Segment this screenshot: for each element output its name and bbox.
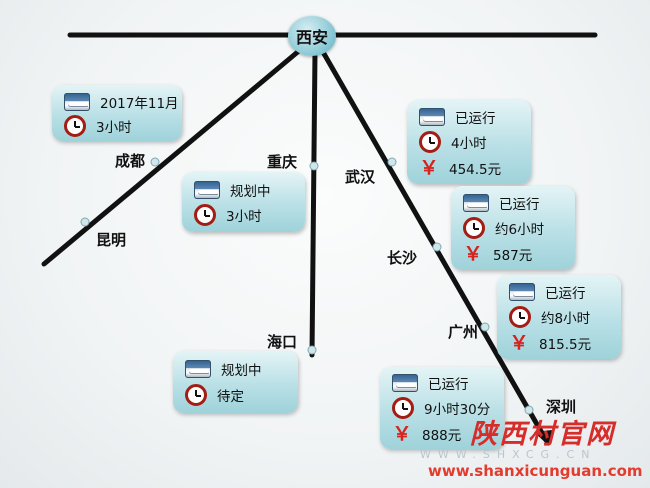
station-dot-guangzhou xyxy=(480,322,490,332)
card-status: 已运行 xyxy=(499,197,540,213)
station-dot-chongqing xyxy=(309,161,319,171)
clock-icon xyxy=(194,204,216,226)
clock-icon xyxy=(419,131,441,153)
route-line-chongqing-haikou xyxy=(309,49,318,358)
card-status: 2017年11月 xyxy=(100,96,179,112)
yen-icon: ￥ xyxy=(419,157,439,179)
hub-label: 西安 xyxy=(295,28,328,47)
watermark-sub: WWW.SHXCG.CN xyxy=(420,448,597,461)
station-dot-changsha xyxy=(432,242,442,252)
clock-icon xyxy=(392,397,414,419)
card-price: 888元 xyxy=(422,428,462,444)
card-price: 815.5元 xyxy=(539,337,592,353)
city-label-chengdu: 成都 xyxy=(115,152,146,170)
info-card-haikou: 规划中 待定 xyxy=(173,351,298,413)
station-dot-wuhan xyxy=(387,157,397,167)
info-card-changsha: 已运行 约6小时 ￥ 587元 xyxy=(451,186,575,270)
city-label-chongqing: 重庆 xyxy=(267,153,298,171)
card-travel-time: 9小时30分 xyxy=(424,402,491,418)
city-label-haikou: 海口 xyxy=(267,333,298,351)
station-dot-kunming xyxy=(80,217,90,227)
clock-icon xyxy=(509,306,531,328)
yen-icon: ￥ xyxy=(392,423,412,445)
card-status: 规划中 xyxy=(230,184,271,200)
info-card-wuhan: 已运行 4小时 ￥ 454.5元 xyxy=(407,100,531,184)
clock-icon xyxy=(64,115,86,137)
city-label-kunming: 昆明 xyxy=(96,231,127,249)
route-line-chengdu-kunming xyxy=(41,47,303,267)
card-status: 规划中 xyxy=(221,363,262,379)
station-dot-shenzhen xyxy=(524,405,534,415)
city-label-changsha: 长沙 xyxy=(387,249,418,267)
info-card-guangzhou: 已运行 约8小时 ￥ 815.5元 xyxy=(497,275,621,359)
yen-icon: ￥ xyxy=(463,243,483,265)
info-card-shenzhen: 已运行 9小时30分 ￥ 888元 xyxy=(380,367,504,449)
station-dot-haikou xyxy=(307,345,317,355)
train-icon xyxy=(509,283,535,301)
info-card-chongqing: 规划中 3小时 xyxy=(182,172,305,232)
card-travel-time: 约6小时 xyxy=(495,222,545,238)
train-icon xyxy=(419,108,445,126)
card-status: 已运行 xyxy=(428,377,469,393)
card-travel-time: 待定 xyxy=(217,389,244,405)
route-arrow-head xyxy=(534,430,552,446)
card-travel-time: 3小时 xyxy=(226,209,262,225)
hub-xian: 西安 xyxy=(288,16,336,56)
station-dot-chengdu xyxy=(150,157,160,167)
card-travel-time: 约8小时 xyxy=(541,311,591,327)
card-price: 454.5元 xyxy=(449,162,502,178)
card-status: 已运行 xyxy=(455,111,496,127)
train-icon xyxy=(392,374,418,392)
city-label-wuhan: 武汉 xyxy=(345,168,376,186)
clock-icon xyxy=(463,217,485,239)
watermark-url: www.shanxicunguan.com xyxy=(428,462,643,480)
clock-icon xyxy=(185,384,207,406)
info-card-chengdu: 2017年11月 3小时 xyxy=(52,85,182,141)
train-icon xyxy=(463,194,489,212)
watermark-logo-text: 陕西村官网 xyxy=(470,419,615,450)
train-icon xyxy=(194,181,220,199)
card-status: 已运行 xyxy=(545,286,586,302)
card-travel-time: 3小时 xyxy=(96,120,132,136)
city-label-guangzhou: 广州 xyxy=(448,323,479,341)
card-travel-time: 4小时 xyxy=(451,136,487,152)
card-price: 587元 xyxy=(493,248,533,264)
yen-icon: ￥ xyxy=(509,332,529,354)
train-icon xyxy=(64,93,90,111)
station-dots xyxy=(80,157,534,415)
city-label-shenzhen: 深圳 xyxy=(546,398,577,416)
train-icon xyxy=(185,360,211,378)
